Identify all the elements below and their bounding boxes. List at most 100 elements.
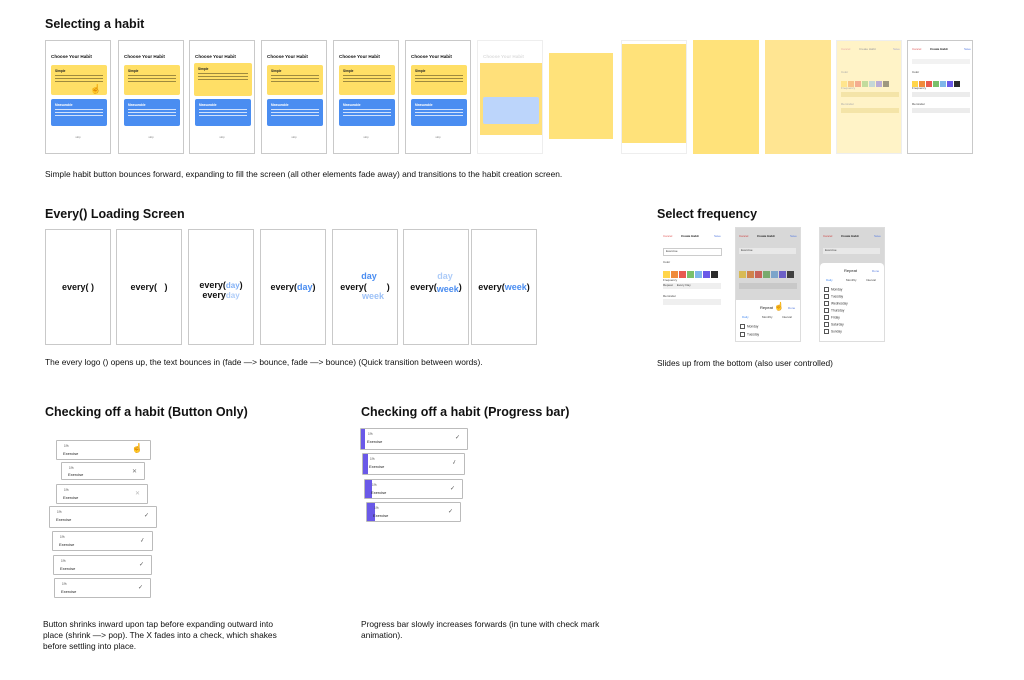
swatch[interactable] [912, 81, 918, 87]
skip-link[interactable]: skip [219, 135, 225, 139]
x-icon[interactable]: ✕ [134, 491, 140, 497]
swatch[interactable] [671, 271, 678, 278]
tab-daily[interactable]: Daily [742, 315, 749, 319]
habit-button-2[interactable]: 1% Exercise ✕ [61, 462, 145, 480]
simple-card[interactable]: Simple [411, 65, 467, 95]
swatch[interactable] [841, 81, 847, 87]
swatch[interactable] [869, 81, 875, 87]
tab-monthly[interactable]: Monthly [762, 315, 773, 319]
skip-link[interactable]: skip [291, 135, 297, 139]
simple-card[interactable]: Simple [124, 65, 180, 95]
day-checkbox[interactable]: Monday [824, 287, 842, 292]
swatch[interactable] [755, 271, 762, 278]
day-checkbox[interactable]: Sunday [824, 329, 842, 334]
progress-habit-button-1[interactable]: 1% Exercise ✓ [360, 428, 468, 450]
swatch[interactable] [933, 81, 939, 87]
swatch[interactable] [926, 81, 932, 87]
swatch[interactable] [763, 271, 770, 278]
skip-link[interactable]: skip [148, 135, 154, 139]
day-checkbox[interactable]: Thursday [824, 308, 844, 313]
swatch[interactable] [883, 81, 889, 87]
habit-button-3[interactable]: 1% Exercise ✕ [56, 484, 148, 504]
habit-name-input[interactable]: Exercise [823, 248, 880, 254]
reminder-row[interactable] [912, 108, 970, 113]
habit-button-6[interactable]: 1% Exercise ✓ [53, 555, 152, 575]
swatch[interactable] [695, 271, 702, 278]
day-checkbox[interactable]: Saturday [824, 322, 844, 327]
measurable-card[interactable]: Measurable [267, 99, 323, 126]
simple-card[interactable]: Simple [194, 63, 252, 96]
habit-button-5[interactable]: 1% Exercise ✓ [52, 531, 153, 551]
swatch[interactable] [919, 81, 925, 87]
simple-card[interactable]: Simple [339, 65, 395, 95]
day-checkbox[interactable]: Friday [824, 315, 840, 320]
day-checkbox[interactable]: Wednesday [824, 301, 848, 306]
save-link[interactable]: Save [714, 234, 721, 238]
cancel-link[interactable]: Cancel [841, 47, 851, 51]
measurable-card[interactable]: Measurable [195, 99, 251, 126]
x-icon[interactable]: ✕ [131, 469, 137, 475]
tab-interval[interactable]: Interval [782, 315, 792, 319]
reminder-row[interactable] [841, 108, 899, 113]
swatch[interactable] [747, 271, 754, 278]
skip-link[interactable]: skip [363, 135, 369, 139]
cancel-link[interactable]: Cancel [912, 47, 922, 51]
check-icon[interactable]: ✓ [449, 486, 455, 492]
check-icon[interactable]: ✓ [137, 585, 143, 591]
swatch[interactable] [855, 81, 861, 87]
swatch[interactable] [711, 271, 718, 278]
day-checkbox[interactable]: Monday [740, 324, 758, 329]
check-icon[interactable]: ✓ [138, 562, 144, 568]
swatch[interactable] [876, 81, 882, 87]
check-icon[interactable]: ✓ [451, 459, 458, 467]
swatch[interactable] [947, 81, 953, 87]
progress-habit-button-4[interactable]: 1% Exercise ✓ [366, 502, 461, 522]
check-icon[interactable]: ✓ [454, 435, 460, 441]
day-checkbox[interactable]: Tuesday [824, 294, 843, 299]
measurable-card[interactable]: Measurable [411, 99, 467, 126]
swatch[interactable] [848, 81, 854, 87]
swatch[interactable] [703, 271, 710, 278]
day-checkbox[interactable]: Tuesday [740, 332, 759, 337]
cancel-link[interactable]: Cancel [663, 234, 673, 238]
swatch[interactable] [687, 271, 694, 278]
reminder-row[interactable] [663, 299, 721, 305]
swatch[interactable] [663, 271, 670, 278]
cancel-link[interactable]: Cancel [823, 234, 833, 238]
check-icon[interactable]: ✓ [143, 513, 149, 519]
save-link[interactable]: Save [964, 47, 971, 51]
repeat-row[interactable]: Repeat Every Day [663, 283, 721, 289]
name-input[interactable] [912, 59, 970, 64]
simple-card[interactable]: Simple [51, 65, 107, 95]
tab-monthly[interactable]: Monthly [846, 278, 857, 282]
swatch[interactable] [940, 81, 946, 87]
measurable-card[interactable]: Measurable [339, 99, 395, 126]
swatch[interactable] [954, 81, 960, 87]
habit-button-1[interactable]: 1% Exercise ☝ [56, 440, 151, 460]
swatch[interactable] [862, 81, 868, 87]
habit-button-7[interactable]: 1% Exercise ✓ [54, 578, 151, 598]
skip-link[interactable]: skip [75, 135, 81, 139]
progress-habit-button-2[interactable]: 1% Exercise ✓ [362, 453, 465, 475]
save-link[interactable]: Save [790, 234, 797, 238]
swatch[interactable] [771, 271, 778, 278]
habit-name-input[interactable]: Exercise [739, 248, 796, 254]
tab-interval[interactable]: Interval [866, 278, 876, 282]
swatch[interactable] [779, 271, 786, 278]
habit-name-input[interactable]: Exercise [663, 248, 722, 256]
habit-button-4[interactable]: 1% Exercise ✓ [49, 506, 157, 528]
progress-habit-button-3[interactable]: 1% Exercise ✓ [364, 479, 463, 499]
simple-card[interactable]: Simple [267, 65, 323, 95]
skip-link[interactable]: skip [435, 135, 441, 139]
measurable-card[interactable]: Measurable [124, 99, 180, 126]
swatch[interactable] [787, 271, 794, 278]
save-link[interactable]: Save [893, 47, 900, 51]
repeat-row[interactable] [739, 283, 797, 289]
measurable-card[interactable]: Measurable [51, 99, 107, 126]
save-link[interactable]: Save [874, 234, 881, 238]
tab-daily[interactable]: Daily [826, 278, 833, 282]
cancel-link[interactable]: Cancel [739, 234, 749, 238]
repeat-row[interactable] [841, 92, 899, 97]
repeat-row[interactable] [912, 92, 970, 97]
swatch[interactable] [739, 271, 746, 278]
